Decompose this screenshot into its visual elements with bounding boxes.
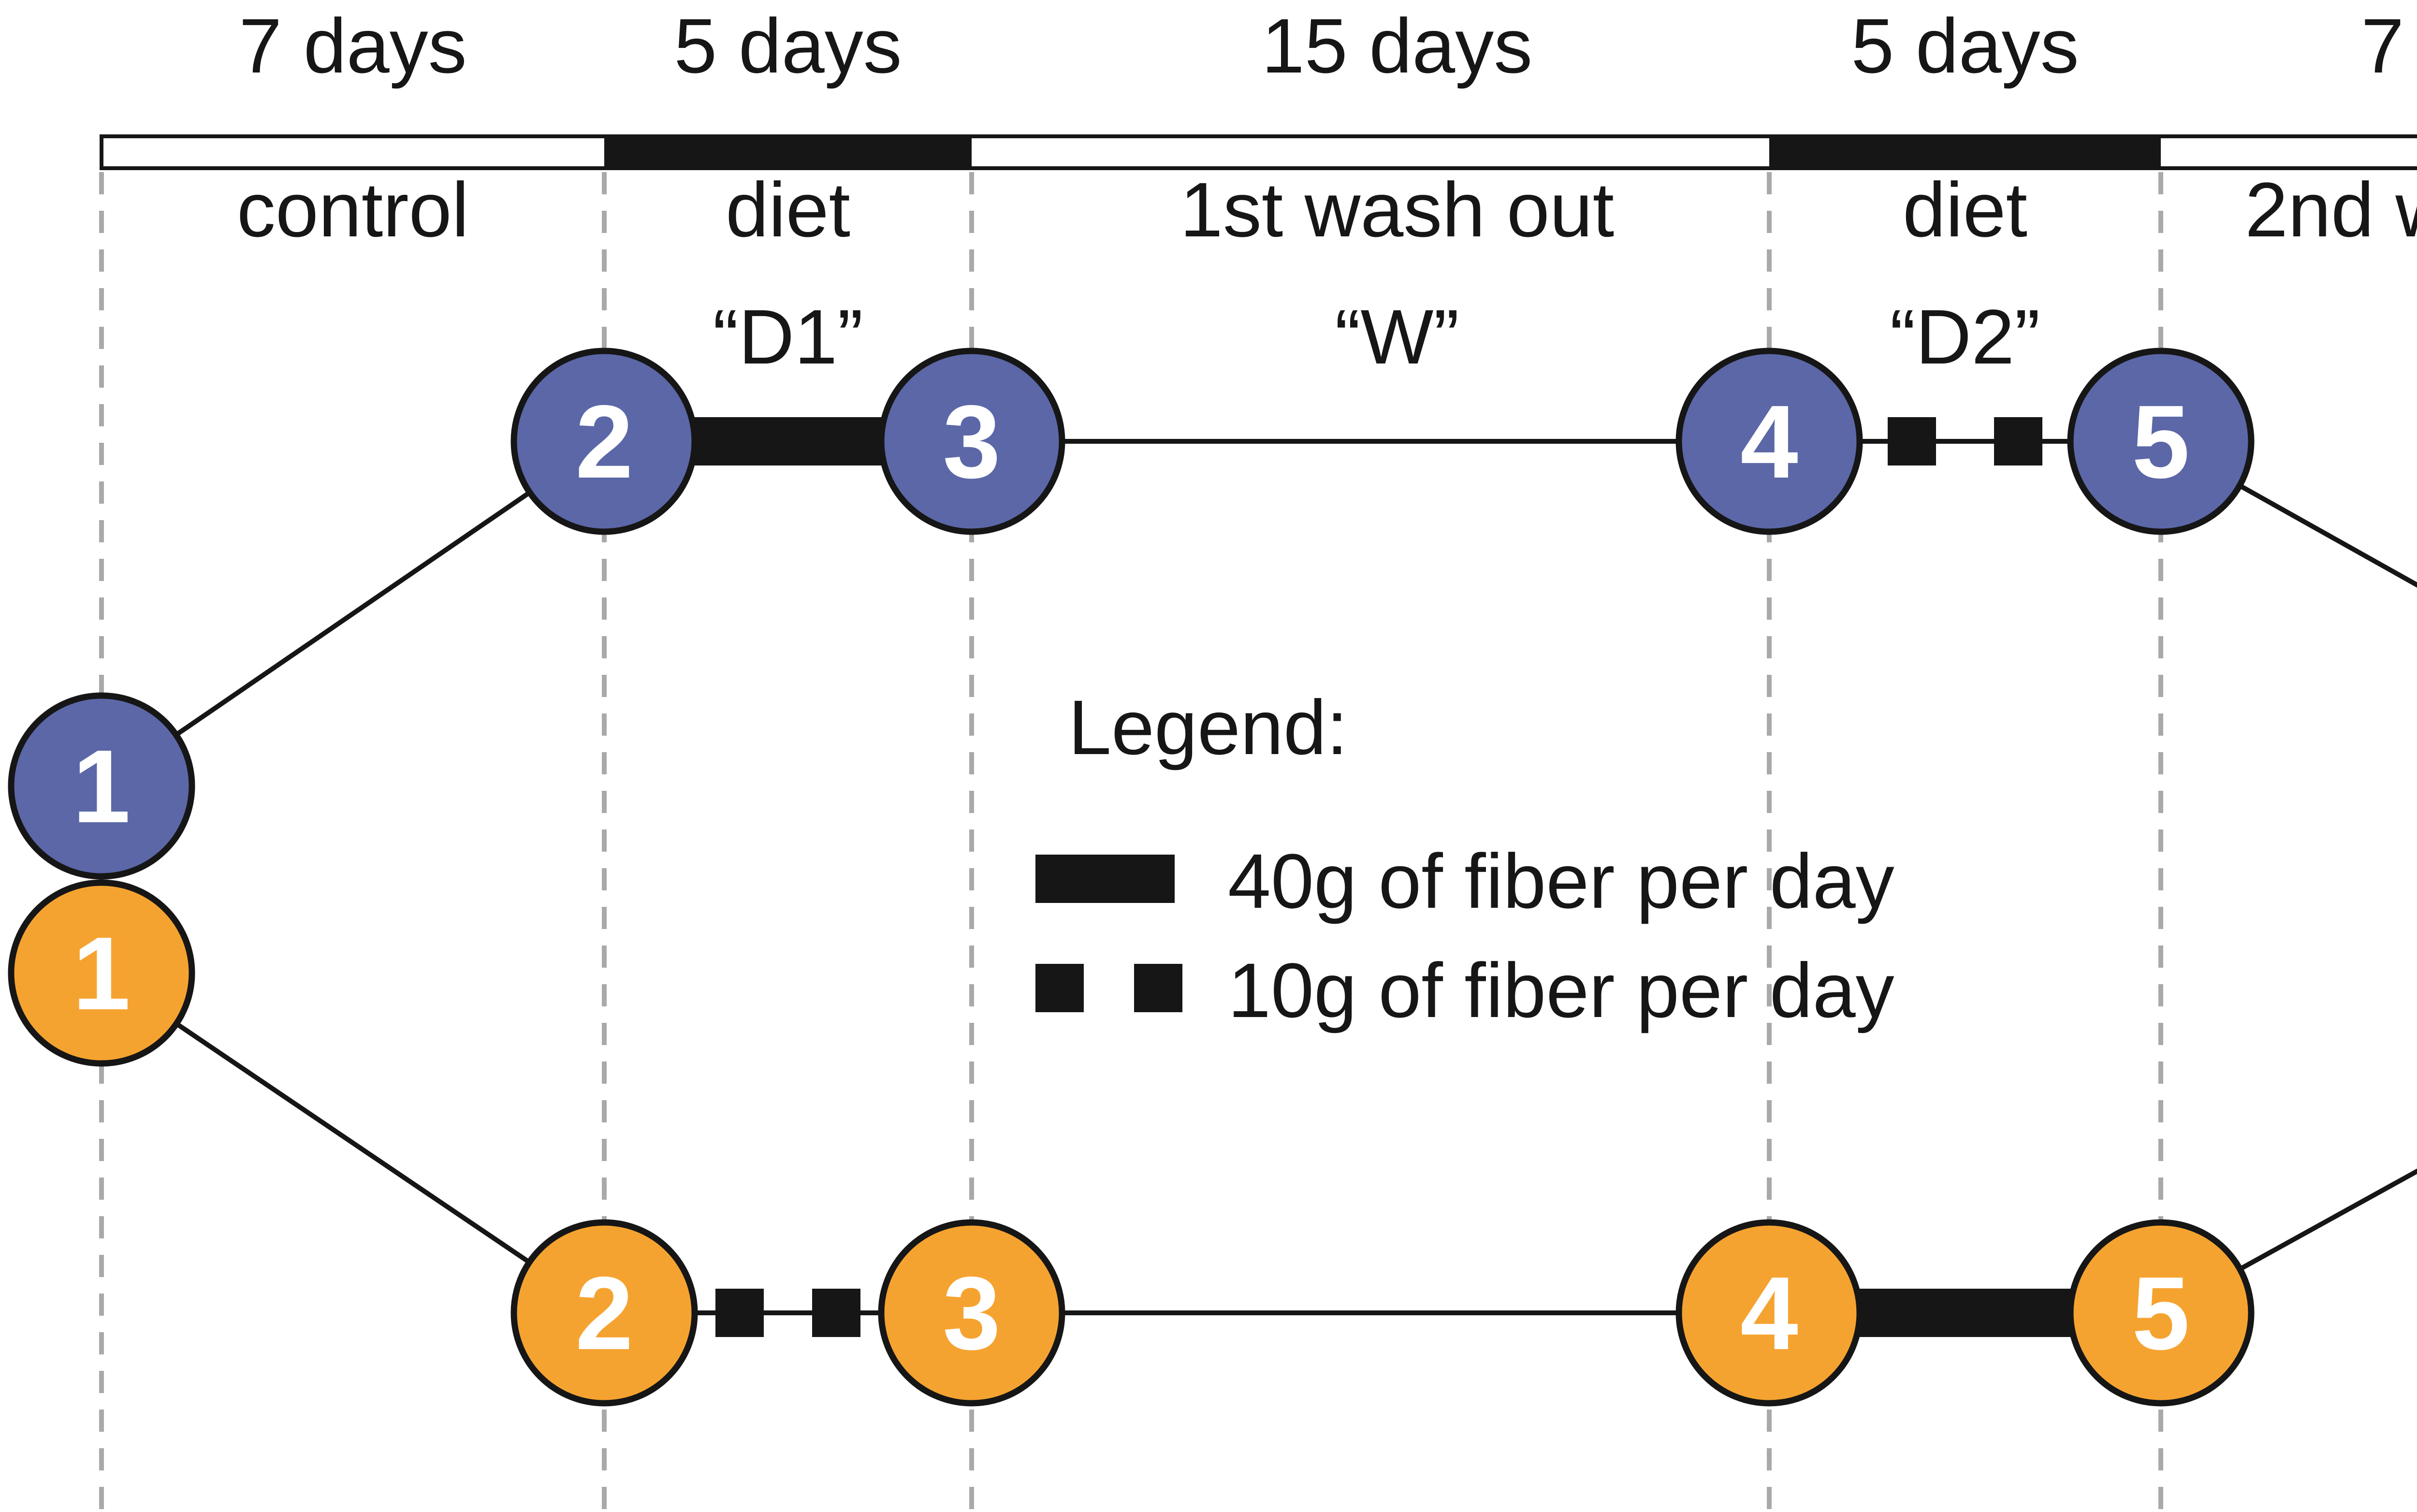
visit-number-blue-4: 4: [1740, 383, 1798, 500]
phase-label-control: control: [237, 166, 469, 253]
edge-orange-5-6: [2159, 1168, 2417, 1315]
visit-circle-orange-2: [510, 1219, 698, 1407]
visit-number-blue-5: 5: [2132, 383, 2190, 500]
edge-blue-1-2: [100, 439, 606, 788]
fiber-10g-marker-blue-a: [1888, 417, 1936, 465]
legend-40g-swatch: [1035, 855, 1175, 903]
duration-label-diet2: 5 days: [1851, 2, 2079, 89]
phase-label-washout1: 1st wash out: [1180, 166, 1614, 253]
visit-number-orange-1: 1: [73, 915, 131, 1032]
visit-number-blue-3: 3: [943, 383, 1001, 500]
visit-number-orange-3: 3: [943, 1255, 1001, 1371]
visit-circle-blue-4: [1675, 348, 1863, 535]
edge-blue-5-6: [2159, 439, 2417, 588]
duration-label-washout1: 15 days: [1262, 2, 1532, 89]
fiber-10g-marker-orange-b: [812, 1289, 860, 1337]
visit-number-blue-2: 2: [575, 383, 633, 500]
fiber-10g-marker-orange-a: [715, 1289, 764, 1337]
code-label-d1: “D1”: [713, 293, 863, 380]
legend-item-label-10g: 10g of fiber per day: [1228, 947, 1894, 1033]
legend-10g-swatch-b: [1134, 964, 1182, 1012]
duration-label-washout2: 7 days: [2361, 2, 2417, 89]
timeline-diet2-segment: [1769, 134, 2161, 170]
legend-title: Legend:: [1068, 684, 1348, 771]
phase-label-washout2: 2nd wash out: [2245, 166, 2417, 253]
visit-number-orange-5: 5: [2132, 1255, 2190, 1371]
visit-circle-blue-1: [8, 692, 195, 880]
phase-label-diet2: diet: [1903, 166, 2027, 253]
visit-circle-orange-5: [2067, 1219, 2255, 1407]
visit-number-orange-2: 2: [575, 1255, 633, 1371]
timeline-diet1-segment: [604, 134, 972, 170]
code-label-d2: “D2”: [1890, 293, 2040, 380]
duration-label-control: 7 days: [239, 2, 466, 89]
visit-number-orange-4: 4: [1740, 1255, 1798, 1371]
visit-circle-blue-2: [510, 348, 698, 535]
duration-label-diet1: 5 days: [674, 2, 902, 89]
visit-circle-orange-1: [8, 879, 195, 1067]
legend-10g-swatch-a: [1035, 964, 1084, 1012]
legend-item-label-40g: 40g of fiber per day: [1228, 838, 1894, 924]
visit-circle-orange-4: [1675, 1219, 1863, 1407]
visit-circle-orange-3: [878, 1219, 1065, 1407]
visit-circle-blue-5: [2067, 348, 2255, 535]
legend: Legend: 40g of fiber per day 10g of fibe…: [1035, 684, 1894, 1033]
visit-number-blue-1: 1: [73, 728, 131, 844]
fiber-10g-marker-blue-b: [1994, 417, 2042, 465]
phase-label-diet1: diet: [726, 166, 850, 253]
code-label-w: “W”: [1335, 293, 1459, 380]
edge-orange-1-2: [100, 971, 606, 1315]
visit-circle-blue-3: [878, 348, 1065, 535]
